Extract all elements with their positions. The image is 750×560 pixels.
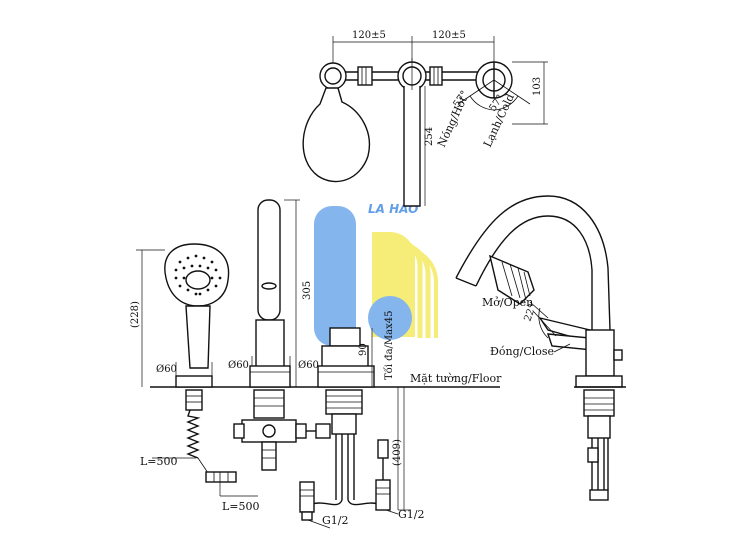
fitting-lower-left <box>205 471 237 483</box>
dim-228: (228) <box>130 301 141 328</box>
hot-arc <box>469 95 495 111</box>
dia-60-left: Ø60 <box>156 364 177 375</box>
dim-305: 305 <box>302 281 313 300</box>
mixer-hose-right <box>347 499 379 506</box>
dim-409: (409) <box>392 439 403 466</box>
hose-coil-left <box>186 409 201 459</box>
side-nut <box>587 415 611 439</box>
side-knob <box>613 349 623 361</box>
open-label: Mở/Open <box>482 296 533 309</box>
spout-arch-outer <box>455 195 611 331</box>
tee-elbow <box>315 423 331 439</box>
logo-blue-bar <box>314 206 356 346</box>
side-shank <box>583 389 615 417</box>
mixer-hose-left <box>311 499 343 506</box>
side-valve <box>587 447 599 463</box>
thread-g12-left: G1/2 <box>322 514 349 527</box>
dia-60-right: Ø60 <box>298 360 319 371</box>
side-handshower <box>489 254 535 305</box>
logo-yellow-arc-4 <box>398 246 438 338</box>
spout-column <box>257 199 281 321</box>
dim-120-right: 120±5 <box>432 30 466 41</box>
handshower-handle <box>185 305 211 369</box>
spout-shank <box>253 389 285 419</box>
side-body <box>585 329 615 377</box>
front-view: Mặt tường/Floor (228) Ø60 L=500 <box>130 199 502 529</box>
close-label: Đóng/Close <box>490 345 554 358</box>
watermark-logo: LA HÀO <box>314 201 438 346</box>
spout-top-view <box>403 86 421 207</box>
hose-length-1: L=500 <box>140 455 178 468</box>
holder-base <box>175 375 213 388</box>
dim-103: 103 <box>532 77 543 96</box>
dim-120-left: 120±5 <box>352 30 386 41</box>
g12-fitting-left <box>299 481 315 513</box>
logo-blue-dot <box>368 296 412 340</box>
angle-line <box>533 311 557 337</box>
hose-length-2: L=500 <box>222 500 260 513</box>
spout-base <box>249 365 291 388</box>
hot-direction <box>457 79 495 105</box>
nut-left <box>357 66 373 86</box>
dim-254: 254 <box>424 127 435 146</box>
handshower-head <box>164 243 230 307</box>
floor-label: Mặt tường/Floor <box>410 372 502 385</box>
spout-arch-inner <box>475 215 593 330</box>
top-view: 120±5 120±5 254 57° 57° Nóng/Hot <box>302 30 548 207</box>
mixer-handle <box>329 327 361 347</box>
tee-right-nut <box>295 423 307 439</box>
handshower-nozzles <box>174 254 222 296</box>
side-end-fitting <box>589 489 609 501</box>
thread-g12-right: G1/2 <box>398 508 425 521</box>
max-depth-label: Tối đa/Max45 <box>384 311 395 380</box>
cold-direction <box>493 79 531 105</box>
dia-60-mid: Ø60 <box>228 360 249 371</box>
side-base <box>575 375 623 388</box>
holder-shank <box>185 389 203 411</box>
nut-right <box>429 66 443 86</box>
dim-90: 90 <box>358 343 369 356</box>
handshower-top-view <box>302 87 370 183</box>
side-view: 22° Mở/Open Đóng/Close <box>455 195 626 501</box>
mixer-base <box>317 365 375 388</box>
tee-body <box>241 419 297 443</box>
holder-circle <box>319 62 347 90</box>
g12-fitting-right <box>375 479 391 511</box>
tee-down <box>261 441 277 471</box>
cold-arc <box>493 95 519 111</box>
g12-fitting-right-top <box>377 439 389 459</box>
tee-left-nut <box>233 423 245 439</box>
mixer-nut <box>331 413 357 435</box>
